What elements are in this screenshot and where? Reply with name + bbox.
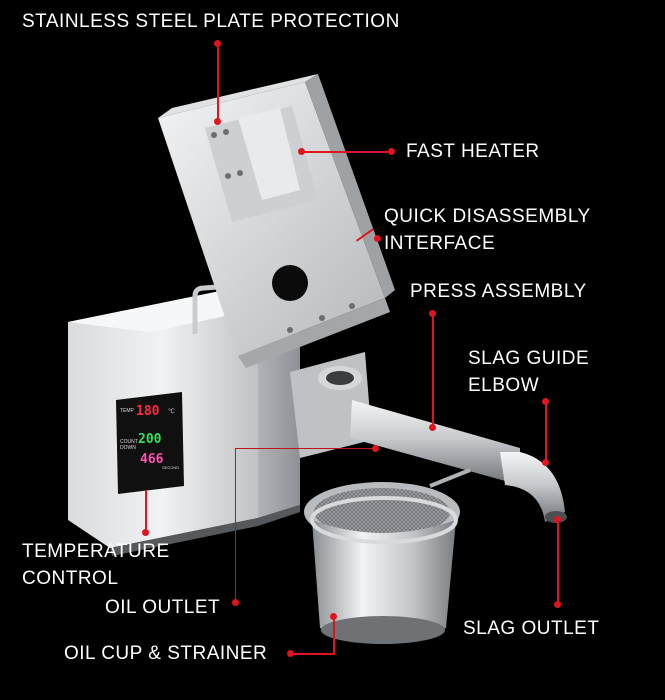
label-temperature-line1: TEMPERATURE	[22, 541, 170, 562]
label-stainless-plate-text: STAINLESS STEEL PLATE PROTECTION	[22, 11, 400, 32]
label-slag-guide: SLAG GUIDE ELBOW	[468, 345, 589, 399]
dot-slag-outlet-start	[554, 516, 561, 523]
leader-press-assembly	[432, 315, 434, 427]
label-quick-disassembly-line2: INTERFACE	[384, 233, 496, 254]
leader-stainless-plate	[217, 44, 219, 120]
label-press-assembly-text: PRESS ASSEMBLY	[410, 281, 587, 302]
label-fast-heater-text: FAST HEATER	[406, 141, 540, 162]
dot-oil-outlet	[232, 599, 239, 606]
label-quick-disassembly-line1: QUICK DISASSEMBLY	[384, 206, 591, 227]
label-temperature: TEMPERATURE CONTROL	[22, 538, 170, 592]
dot-slag-guide-top	[542, 398, 549, 405]
dot-stainless-plate-top	[214, 40, 221, 47]
dot-quick-disassembly	[374, 235, 381, 242]
count-label-1: COUNT	[120, 439, 138, 445]
temp-unit: ℃	[168, 409, 175, 415]
temp-value: 180	[136, 404, 160, 419]
label-slag-outlet-text: SLAG OUTLET	[463, 618, 600, 639]
dot-press-assembly-end	[429, 424, 436, 431]
leader-temperature	[145, 490, 147, 532]
leader-slag-guide	[545, 402, 547, 462]
dot-fast-heater-end	[388, 148, 395, 155]
dot-fast-heater-start	[298, 148, 305, 155]
label-slag-outlet: SLAG OUTLET	[463, 615, 599, 642]
leader-fast-heater	[302, 151, 390, 153]
label-slag-guide-line2: ELBOW	[468, 375, 540, 396]
label-slag-guide-line1: SLAG GUIDE	[468, 348, 590, 369]
leader-oil-outlet-horizontal	[235, 448, 375, 449]
label-temperature-line2: CONTROL	[22, 568, 119, 589]
label-fast-heater: FAST HEATER	[406, 138, 540, 165]
label-quick-disassembly: QUICK DISASSEMBLY INTERFACE	[384, 203, 591, 257]
dot-oil-cup-start	[287, 650, 294, 657]
label-oil-cup-text: OIL CUP & STRAINER	[64, 643, 268, 664]
dot-stainless-plate-end	[214, 118, 221, 125]
dot-slag-guide-end	[542, 459, 549, 466]
dot-temperature	[142, 529, 149, 536]
time-unit: SECOND	[162, 465, 180, 470]
count-value: 200	[138, 432, 162, 447]
label-press-assembly: PRESS ASSEMBLY	[410, 278, 587, 305]
label-oil-outlet-text: OIL OUTLET	[105, 597, 221, 618]
leader-oil-outlet-vertical	[235, 448, 236, 600]
count-label-2: DOWN	[120, 445, 136, 451]
label-oil-outlet: OIL OUTLET	[105, 594, 220, 621]
dot-press-assembly-top	[429, 310, 436, 317]
time-value: 466	[140, 452, 164, 467]
leader-slag-outlet	[557, 520, 559, 604]
leader-oil-cup-horizontal	[292, 653, 335, 655]
control-panel: TEMP 180 ℃ COUNT DOWN 200 466 SECOND	[118, 402, 182, 490]
dot-oil-outlet-source	[372, 445, 379, 452]
dot-oil-cup-end	[330, 613, 337, 620]
temp-label: TEMP	[120, 408, 134, 414]
label-stainless-plate: STAINLESS STEEL PLATE PROTECTION	[22, 8, 400, 35]
label-oil-cup: OIL CUP & STRAINER	[64, 640, 267, 667]
dot-slag-outlet-end	[554, 601, 561, 608]
leader-oil-cup-vertical	[333, 617, 335, 655]
